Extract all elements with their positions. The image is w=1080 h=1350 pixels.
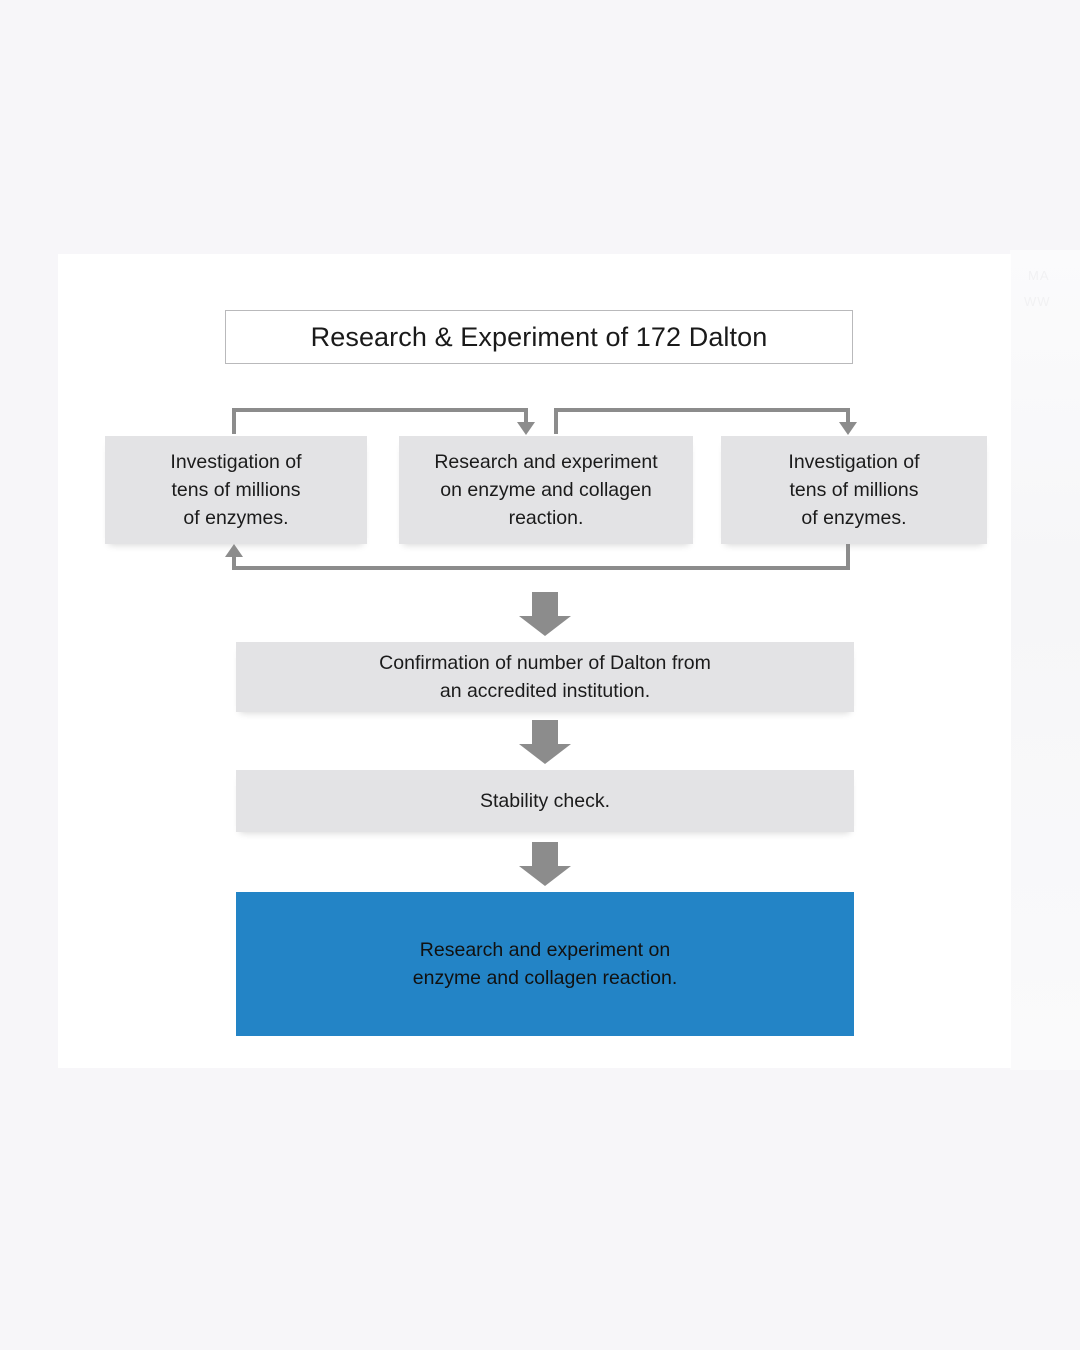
connector-feedback-horizontal — [232, 566, 850, 570]
node-confirmation[interactable]: Confirmation of number of Dalton from an… — [236, 642, 854, 712]
connector-top-right-horizontal — [554, 408, 850, 412]
node-stability-check[interactable]: Stability check. — [236, 770, 854, 832]
block-arrow-shaft — [532, 592, 558, 616]
connector-feedback-left-riser — [232, 556, 236, 570]
arrowhead-to-right-node — [839, 422, 857, 435]
background-mark-one: MA — [1028, 268, 1050, 283]
block-arrow-head — [519, 616, 571, 636]
block-arrow-head — [519, 744, 571, 764]
node-research-experiment-middle[interactable]: Research and experiment on enzyme and co… — [399, 436, 693, 544]
arrowhead-feedback-to-left-node — [225, 544, 243, 557]
diagram-title-box: Research & Experiment of 172 Dalton — [225, 310, 853, 364]
arrowhead-to-middle-node — [517, 422, 535, 435]
node-research-experiment-middle-label: Research and experiment on enzyme and co… — [434, 451, 658, 529]
block-arrow-to-stability — [519, 720, 571, 764]
node-result-research-experiment[interactable]: Research and experiment on enzyme and co… — [236, 892, 854, 1036]
node-investigation-right[interactable]: Investigation of tens of millions of enz… — [721, 436, 987, 544]
block-arrow-to-result — [519, 842, 571, 886]
connector-top-right-drop — [846, 408, 850, 426]
connector-top-right-stub — [554, 408, 558, 434]
page-title: Research & Experiment of 172 Dalton — [310, 321, 768, 352]
diagram-card: Research & Experiment of 172 Dalton Inve… — [58, 254, 1011, 1068]
connector-top-left-stub — [232, 408, 236, 434]
connector-feedback-right-riser — [846, 544, 850, 570]
background-mark-two: WW — [1024, 294, 1051, 309]
background-texture: MA WW — [1010, 250, 1080, 1070]
connector-top-left-horizontal — [232, 408, 528, 412]
block-arrow-to-confirmation — [519, 592, 571, 636]
node-investigation-left-label: Investigation of tens of millions of enz… — [170, 451, 302, 529]
connector-top-middle-drop — [524, 408, 528, 426]
block-arrow-head — [519, 866, 571, 886]
node-confirmation-label: Confirmation of number of Dalton from an… — [379, 652, 711, 702]
node-investigation-left[interactable]: Investigation of tens of millions of enz… — [105, 436, 367, 544]
node-result-label: Research and experiment on enzyme and co… — [412, 939, 678, 989]
block-arrow-shaft — [532, 842, 558, 866]
node-stability-check-label: Stability check. — [479, 790, 611, 812]
node-investigation-right-label: Investigation of tens of millions of enz… — [788, 451, 920, 529]
block-arrow-shaft — [532, 720, 558, 744]
